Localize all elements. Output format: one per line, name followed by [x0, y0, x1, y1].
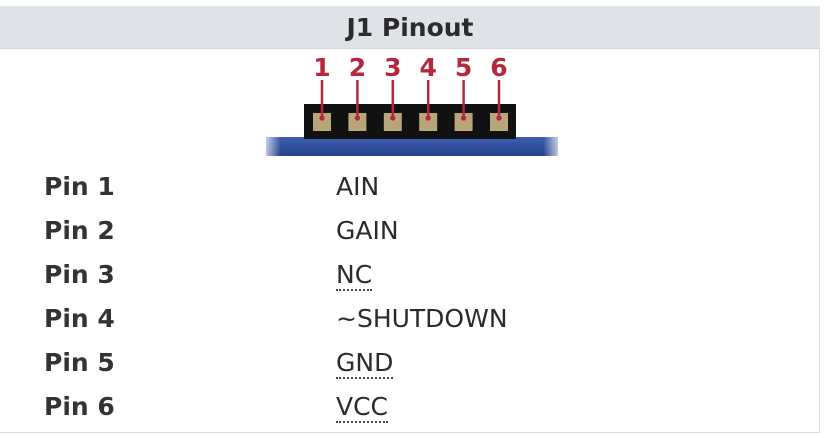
pin-function: AIN: [336, 167, 379, 207]
pin-function-text: VCC: [336, 392, 389, 423]
table-title: J1 Pinout: [346, 12, 474, 42]
pin-row: Pin 6 VCC: [0, 387, 820, 431]
pin-number-label: 1: [313, 53, 330, 82]
pin-pad: [383, 113, 402, 131]
header-pin: 2: [348, 53, 367, 131]
pin-function-text: GND: [336, 348, 394, 379]
pin-function: ~SHUTDOWN: [336, 299, 508, 339]
pin-function-text: AIN: [336, 172, 380, 201]
pin-row: Pin 1 AIN: [0, 167, 820, 211]
pin-label: Pin 3: [44, 260, 115, 289]
pin-leader-dot: [390, 115, 396, 121]
table-header: J1 Pinout: [0, 6, 820, 48]
pin-leader-dot: [496, 115, 502, 121]
pin-function-text: GAIN: [336, 216, 399, 245]
pin-function-text: NC: [336, 260, 373, 291]
pin-function: NC: [336, 255, 373, 295]
header-body: [304, 104, 516, 139]
pin-function: GAIN: [336, 211, 399, 251]
pin-row: Pin 4 ~SHUTDOWN: [0, 299, 820, 343]
pin-function: GND: [336, 343, 394, 383]
pin-number-label: 6: [490, 53, 507, 82]
pin-label: Pin 6: [44, 392, 115, 421]
pcb-board: [266, 137, 558, 156]
pin-leader-dot: [461, 115, 467, 121]
pin-pad: [348, 113, 367, 131]
pin-function: VCC: [336, 387, 389, 427]
pin-row: Pin 2 GAIN: [0, 211, 820, 255]
table-border-right: [819, 48, 820, 432]
header-pin: 3: [383, 53, 402, 131]
pin-row: Pin 3 NC: [0, 255, 820, 299]
header-pin: 6: [490, 53, 508, 131]
pin-leader-dot: [425, 115, 431, 121]
pin-number-label: 4: [419, 53, 436, 82]
pin-number-label: 5: [455, 53, 472, 82]
pin-pad: [454, 113, 473, 131]
pin-pad: [490, 113, 508, 131]
pin-leader-dot: [319, 115, 325, 121]
pin-number-label: 2: [349, 53, 366, 82]
header-pin: 4: [419, 53, 438, 131]
table-border-bottom: [0, 432, 820, 433]
pin-row: Pin 5 GND: [0, 343, 820, 387]
pin-label: Pin 2: [44, 216, 115, 245]
pin-pad: [419, 113, 438, 131]
pin-leader-dot: [354, 115, 360, 121]
pin-pad: [313, 113, 331, 131]
header-pin: 1: [313, 53, 331, 131]
header-divider: [0, 48, 820, 49]
pin-label: Pin 1: [44, 172, 115, 201]
header-pin: 5: [454, 53, 473, 131]
pin-label: Pin 5: [44, 348, 115, 377]
pin-number-label: 3: [384, 53, 401, 82]
pin-function-text: ~SHUTDOWN: [336, 304, 508, 333]
pin-label: Pin 4: [44, 304, 115, 333]
